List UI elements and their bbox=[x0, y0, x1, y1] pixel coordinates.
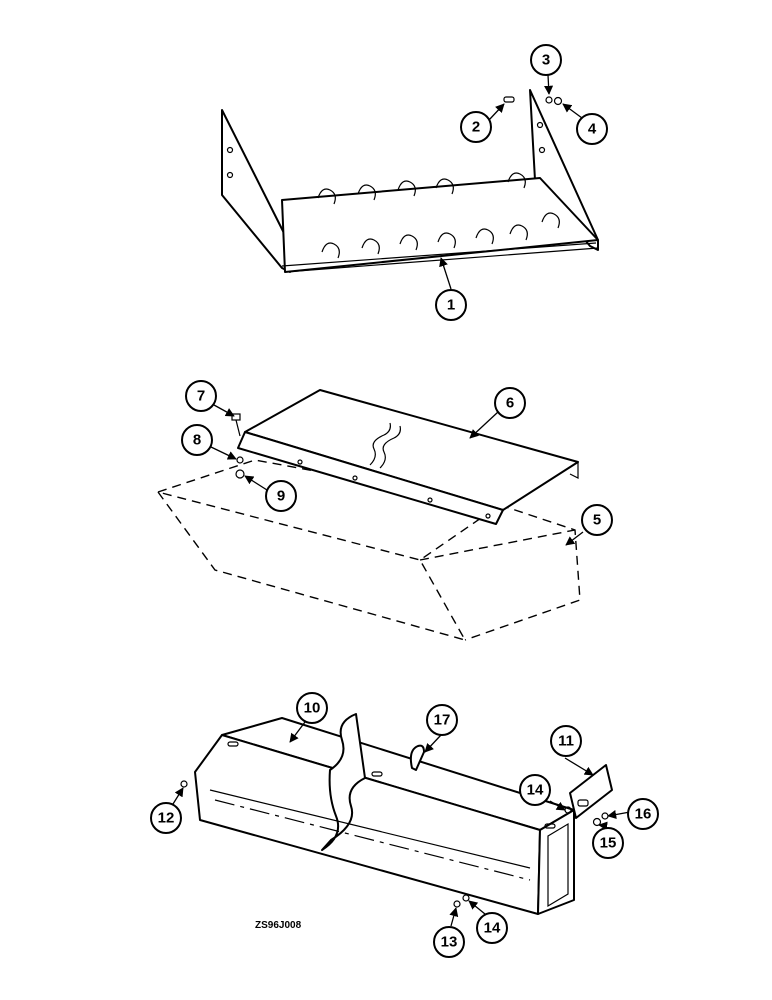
washer-4 bbox=[553, 96, 563, 106]
bolt-7 bbox=[231, 413, 241, 437]
callout-9: 9 bbox=[265, 480, 297, 512]
bolt-2 bbox=[503, 96, 515, 103]
bracket-11 bbox=[569, 764, 613, 819]
bolt-12 bbox=[180, 780, 188, 788]
bolt-16 bbox=[601, 812, 609, 820]
callout-4: 4 bbox=[576, 113, 608, 145]
figure-code: ZS96J008 bbox=[255, 920, 302, 931]
svg-text:5: 5 bbox=[593, 512, 601, 529]
callout-14-bottom: 14 bbox=[476, 912, 508, 944]
svg-text:10: 10 bbox=[304, 700, 321, 717]
callout-1: 1 bbox=[435, 289, 467, 321]
svg-text:9: 9 bbox=[277, 488, 285, 505]
callout-7: 7 bbox=[185, 380, 217, 412]
svg-text:16: 16 bbox=[635, 806, 652, 823]
nut-3 bbox=[545, 96, 553, 104]
svg-text:14: 14 bbox=[484, 920, 501, 937]
callout-17: 17 bbox=[426, 704, 458, 736]
callout-10: 10 bbox=[296, 692, 328, 724]
svg-text:2: 2 bbox=[472, 119, 480, 136]
svg-text:6: 6 bbox=[506, 395, 514, 412]
callout-13: 13 bbox=[433, 926, 465, 958]
callout-11: 11 bbox=[550, 725, 582, 757]
cover-assembly bbox=[155, 389, 581, 642]
svg-text:14: 14 bbox=[527, 782, 544, 799]
svg-text:1: 1 bbox=[447, 297, 455, 314]
svg-text:4: 4 bbox=[588, 121, 597, 138]
callout-15: 15 bbox=[592, 827, 624, 859]
leader-lines bbox=[172, 74, 631, 927]
washer-9 bbox=[235, 469, 245, 479]
callout-14-top: 14 bbox=[519, 774, 551, 806]
svg-text:13: 13 bbox=[441, 934, 458, 951]
nut-8 bbox=[236, 456, 244, 464]
nut-14-bottom bbox=[462, 894, 470, 902]
callout-16: 16 bbox=[627, 798, 659, 830]
callout-6: 6 bbox=[494, 387, 526, 419]
svg-text:15: 15 bbox=[600, 835, 617, 852]
callout-3: 3 bbox=[530, 44, 562, 76]
channel-assembly bbox=[180, 713, 613, 915]
callout-2: 2 bbox=[460, 111, 492, 143]
callout-12: 12 bbox=[150, 802, 182, 834]
svg-text:7: 7 bbox=[197, 388, 205, 405]
cotter-pin-17 bbox=[409, 744, 425, 771]
callout-8: 8 bbox=[181, 424, 213, 456]
callout-5: 5 bbox=[581, 504, 613, 536]
svg-text:3: 3 bbox=[542, 52, 550, 69]
svg-text:11: 11 bbox=[558, 733, 574, 750]
svg-text:8: 8 bbox=[193, 432, 201, 449]
tray-assembly bbox=[221, 89, 599, 273]
bolt-13 bbox=[453, 900, 461, 908]
svg-text:17: 17 bbox=[434, 712, 451, 729]
svg-text:12: 12 bbox=[158, 810, 175, 827]
